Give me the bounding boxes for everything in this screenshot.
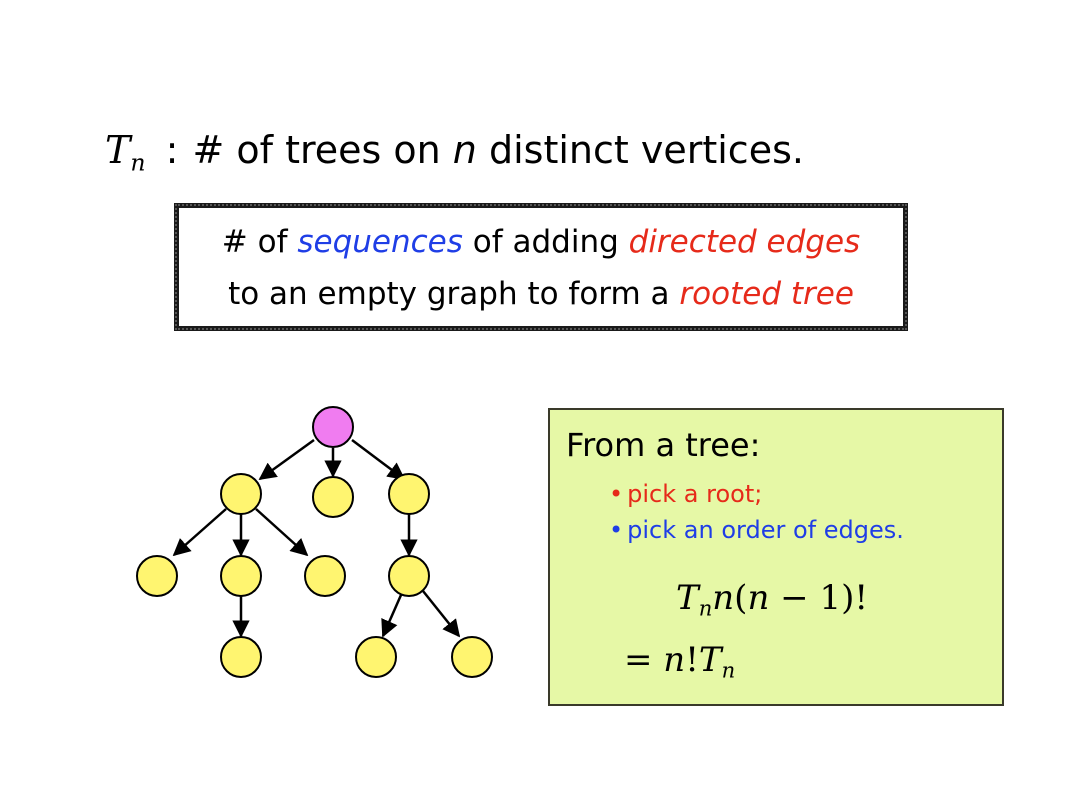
equation-1: Tnn(n − 1)! xyxy=(676,578,868,621)
def-line2-a: to an empty graph to form a xyxy=(228,276,680,312)
title-text-suffix: distinct vertices. xyxy=(476,128,804,172)
tree-node xyxy=(220,636,262,678)
def-directed-edges: directed edges xyxy=(628,224,861,260)
bullet-pick-root: •pick a root; xyxy=(609,480,762,508)
eq2-bang: ! xyxy=(685,640,699,680)
title-subscript: n xyxy=(130,148,146,177)
tree-edge xyxy=(258,438,315,481)
eq1-subscript: n xyxy=(698,595,713,621)
title-text-n: n xyxy=(452,128,477,172)
title-symbol: T xyxy=(105,128,131,172)
bullet-text: pick a root; xyxy=(627,480,763,508)
tree-edge xyxy=(351,439,406,481)
eq1-paren: ( xyxy=(734,578,748,618)
eq2-symbol: T xyxy=(698,640,722,680)
bullet-dot: • xyxy=(609,516,624,544)
tree-node xyxy=(388,555,430,597)
tree-node xyxy=(388,473,430,515)
def-line1-a: # of xyxy=(221,224,298,260)
eq1-symbol: T xyxy=(676,578,699,618)
eq2-subscript: n xyxy=(721,657,736,683)
equation-2: = n!Tn xyxy=(624,640,735,683)
eq1-n: n xyxy=(712,578,735,618)
tree-node xyxy=(355,636,397,678)
definition-box: # of sequences of adding directed edges … xyxy=(174,203,908,331)
root-node xyxy=(312,406,354,448)
tree-edge xyxy=(172,508,227,557)
eq2-equals: = xyxy=(624,640,664,680)
tree-node xyxy=(451,636,493,678)
tree-node xyxy=(220,555,262,597)
tree-node xyxy=(304,555,346,597)
title-line: Tn : # of trees on n distinct vertices. xyxy=(105,120,804,180)
bullet-dot: • xyxy=(609,480,624,508)
tree-edge xyxy=(422,590,461,638)
title-colon: : xyxy=(165,128,179,172)
info-box-heading: From a tree: xyxy=(566,426,761,464)
tree-edge xyxy=(381,594,403,638)
tree-node xyxy=(312,476,354,518)
eq2-n: n xyxy=(663,640,686,680)
title-text-prefix: # of trees on xyxy=(192,128,453,172)
tree-edge xyxy=(255,508,309,557)
definition-line-1: # of sequences of adding directed edges xyxy=(179,216,903,268)
bullet-text: pick an order of edges. xyxy=(627,516,904,544)
bullet-pick-order: •pick an order of edges. xyxy=(609,516,904,544)
tree-node xyxy=(220,473,262,515)
tree-node xyxy=(136,555,178,597)
info-box: From a tree: •pick a root; •pick an orde… xyxy=(548,408,1004,706)
eq1-n2: n xyxy=(747,578,770,618)
def-rooted-tree: rooted tree xyxy=(679,276,854,312)
def-line1-c: of adding xyxy=(462,224,629,260)
tree-nodes xyxy=(136,406,493,678)
tree-edges xyxy=(172,438,461,638)
def-sequences: sequences xyxy=(297,224,463,260)
eq1-rest: − 1)! xyxy=(769,578,869,618)
definition-line-2: to an empty graph to form a rooted tree xyxy=(179,268,903,320)
